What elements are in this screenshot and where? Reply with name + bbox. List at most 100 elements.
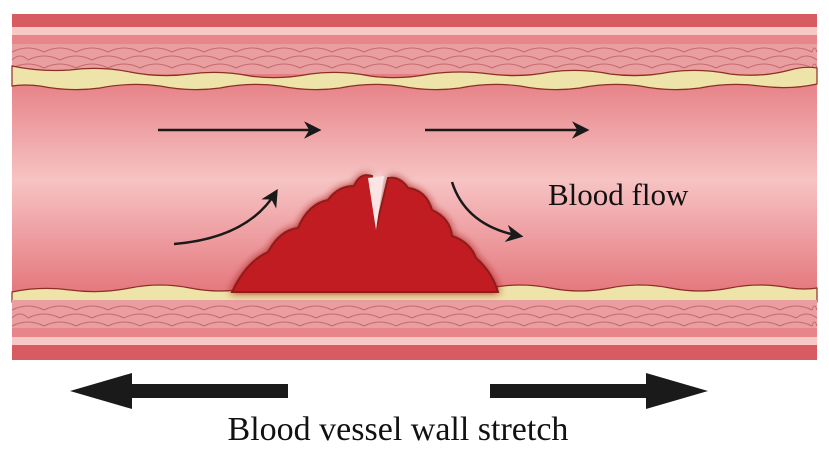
wall-scale	[555, 63, 589, 69]
wall-scale	[747, 63, 781, 69]
wall-scale	[523, 305, 557, 311]
wall-scale	[347, 55, 381, 61]
wall-scale	[779, 47, 813, 53]
wall-scale	[811, 47, 818, 53]
wall-scale	[795, 55, 818, 61]
wall-scale	[171, 47, 205, 53]
wall-scale	[747, 47, 781, 53]
wall-scale	[27, 313, 61, 319]
wall-scale	[619, 305, 653, 311]
wall-scale	[395, 47, 429, 53]
wall-scale	[635, 55, 669, 61]
wall-scale	[235, 47, 269, 53]
wall-scale	[651, 305, 685, 311]
wall-scale	[75, 305, 109, 311]
wall-scale	[27, 55, 61, 61]
flow-arrows	[158, 121, 590, 246]
wall-scale	[267, 47, 301, 53]
wall-scale	[299, 321, 333, 327]
wall-scale	[139, 321, 173, 327]
wall-scale	[43, 321, 77, 327]
wall-scale	[235, 305, 269, 311]
wall-scale	[75, 321, 109, 327]
wall-scale	[811, 63, 818, 69]
wall-scale	[587, 47, 621, 53]
wall-scale	[11, 321, 45, 327]
wall-scale	[459, 63, 493, 69]
wall-scale	[491, 305, 525, 311]
wall-scale	[475, 313, 509, 319]
wall-scale	[171, 63, 205, 69]
wall-scale	[187, 313, 221, 319]
wall-scale	[555, 321, 589, 327]
blood-flow-label: Blood flow	[548, 177, 689, 212]
wall-scale	[363, 63, 397, 69]
stretch-arrows	[70, 373, 708, 409]
wall-scale	[459, 305, 493, 311]
wall-scale	[507, 55, 541, 61]
wall-scale	[651, 47, 685, 53]
wall-scale	[235, 63, 269, 69]
wall-scale	[171, 321, 205, 327]
wall-scale	[299, 305, 333, 311]
stretch-arrow-left	[70, 373, 288, 409]
wall-scale	[107, 305, 141, 311]
wall-scale	[11, 47, 45, 53]
wall-scale	[619, 321, 653, 327]
wall-scale	[667, 313, 701, 319]
stretch-arrow-right	[490, 373, 708, 409]
wall-scale	[635, 313, 669, 319]
wall-scale	[715, 321, 749, 327]
wall-scale	[331, 321, 365, 327]
wall-scale	[731, 55, 765, 61]
wall-scale	[139, 47, 173, 53]
wall-scale	[795, 313, 818, 319]
wall-scale	[459, 321, 493, 327]
wall-scale	[571, 55, 605, 61]
clot-rupture	[368, 176, 384, 230]
wall-scale	[427, 63, 461, 69]
wall-scale	[683, 47, 717, 53]
wall-scale	[619, 47, 653, 53]
wall-scale	[427, 321, 461, 327]
wall-scale	[603, 55, 637, 61]
wall-scale	[107, 321, 141, 327]
wall-scale	[651, 321, 685, 327]
wall-scale	[779, 321, 813, 327]
wall-scale	[251, 55, 285, 61]
wall-scale	[555, 305, 589, 311]
wall-scale	[619, 63, 653, 69]
wall-scale	[779, 305, 813, 311]
wall-scale	[203, 321, 237, 327]
wall-stretch-label: Blood vessel wall stretch	[228, 411, 569, 448]
wall-scale	[203, 305, 237, 311]
wall-scale	[683, 305, 717, 311]
wall-scale	[395, 305, 429, 311]
wall-scale	[555, 47, 589, 53]
wall-scale	[587, 321, 621, 327]
vessel-wall-bottom	[11, 284, 818, 360]
wall-scale	[747, 305, 781, 311]
wall-scale	[59, 55, 93, 61]
wall-scale	[811, 321, 818, 327]
wall-scale	[747, 321, 781, 327]
wall-scale	[539, 313, 573, 319]
wall-scale	[587, 63, 621, 69]
wall-scale	[331, 63, 365, 69]
wall-scale	[91, 55, 125, 61]
wall-scale	[683, 63, 717, 69]
wall-scale	[203, 47, 237, 53]
wall-scale	[523, 47, 557, 53]
wall-scale	[315, 313, 349, 319]
wall-scale	[715, 47, 749, 53]
wall-scale	[107, 63, 141, 69]
wall-scale	[715, 305, 749, 311]
wall-scale	[699, 55, 733, 61]
wall-scale	[139, 305, 173, 311]
wall-scale	[379, 313, 413, 319]
wall-scale	[379, 55, 413, 61]
wall-scale	[235, 321, 269, 327]
wall-scale	[443, 55, 477, 61]
wall-scale	[651, 63, 685, 69]
